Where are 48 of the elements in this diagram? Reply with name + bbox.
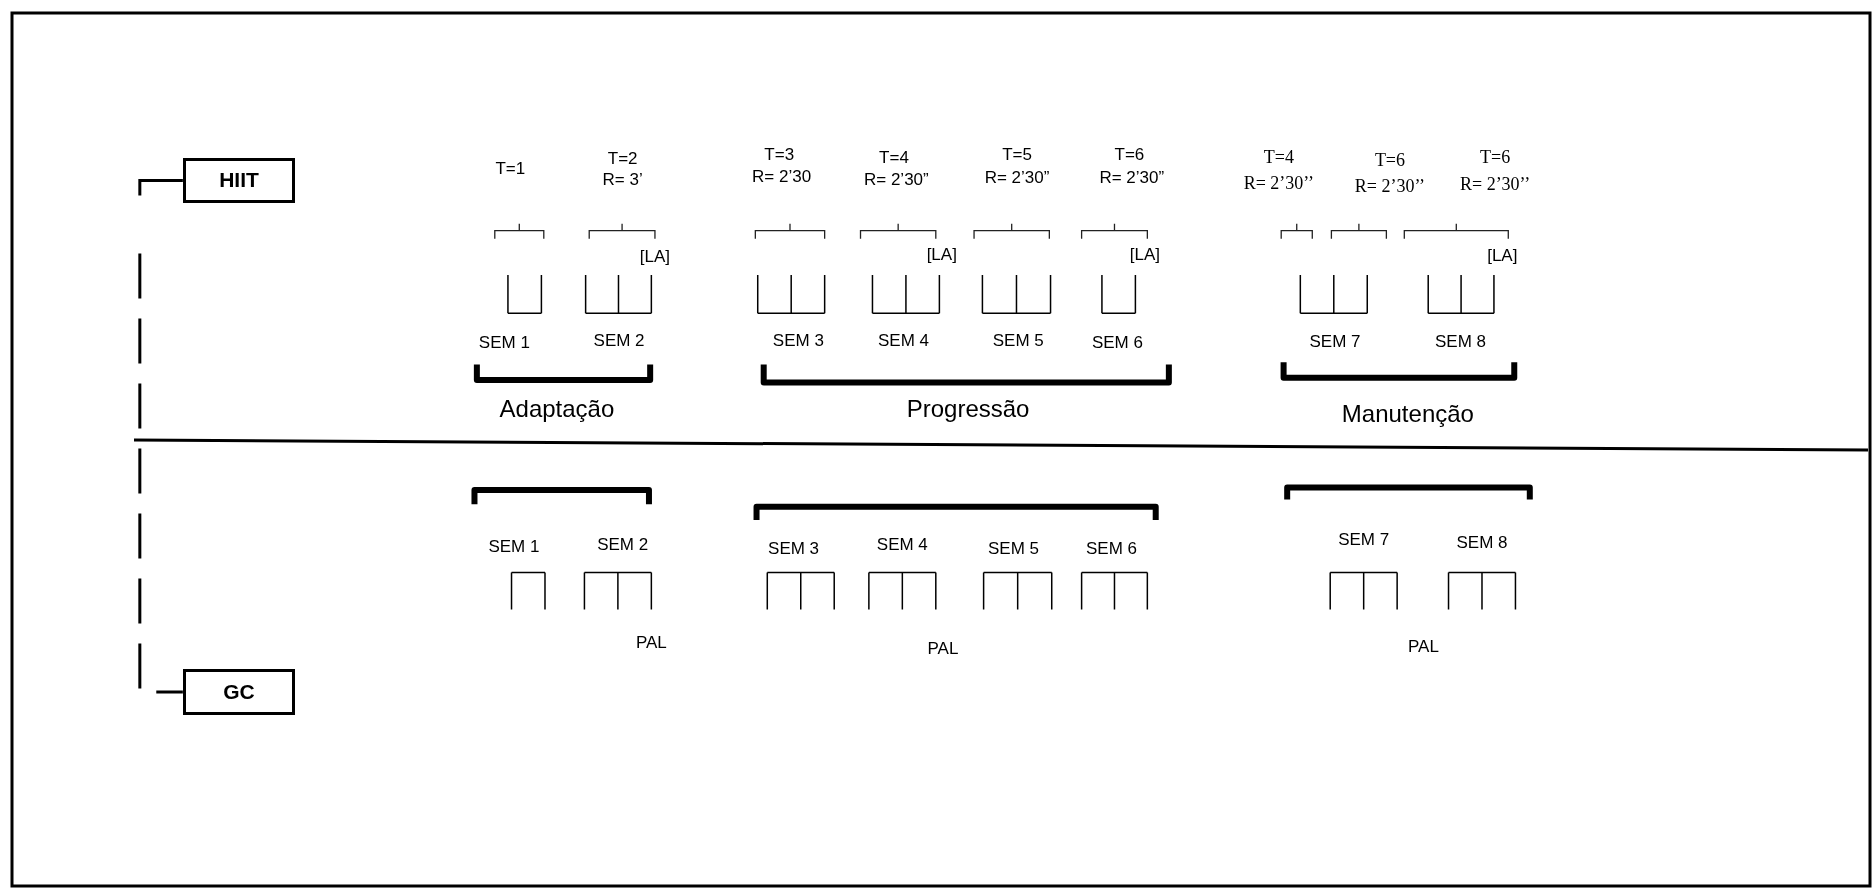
week-label: SEM 5 — [992, 330, 1044, 351]
phase-label: Manutenção — [1341, 399, 1474, 428]
rest-time: R= 2’30’’ — [1243, 172, 1314, 194]
interval-count: T=4 — [1263, 146, 1294, 168]
rest-time: R= 2’30” — [984, 168, 1050, 189]
rest-time: R= 2’30 — [752, 166, 812, 187]
note: PAL — [635, 633, 667, 653]
note: [LA] — [639, 246, 671, 267]
interval-count: T=3 — [764, 145, 795, 166]
week-label: SEM 6 — [1085, 538, 1137, 559]
week-label: SEM 3 — [772, 330, 824, 351]
week-label: SEM 2 — [593, 330, 645, 351]
week-label: SEM 1 — [488, 537, 540, 558]
week-label: SEM 4 — [878, 330, 930, 351]
interval-count: T=4 — [879, 147, 909, 168]
interval-count: T=6 — [1374, 149, 1406, 171]
interval-count: T=6 — [1114, 145, 1145, 166]
interval-count: T=6 — [1480, 146, 1511, 168]
note: PAL — [927, 638, 959, 659]
group-box — [182, 669, 296, 715]
note: [LA] — [926, 244, 957, 265]
interval-count: T=1 — [495, 158, 526, 179]
rest-time: R= 2’30” — [864, 170, 929, 191]
note: [LA] — [1129, 244, 1161, 265]
week-label: SEM 4 — [876, 535, 928, 555]
week-label: SEM 6 — [1091, 333, 1143, 353]
week-label: SEM 8 — [1434, 331, 1486, 352]
group-box — [182, 157, 296, 204]
phase-label: Adaptação — [499, 394, 615, 423]
interval-count: T=2 — [607, 148, 638, 169]
group-name: HIIT — [219, 168, 259, 193]
note: PAL — [1408, 636, 1439, 657]
week-label: SEM 1 — [478, 333, 530, 353]
interval-count: T=5 — [1002, 145, 1032, 166]
rest-time: R= 2’30’’ — [1459, 173, 1531, 195]
rest-time: R= 2’30’’ — [1354, 175, 1426, 197]
group-name: GC — [223, 680, 255, 704]
rest-time: R= 3’ — [602, 170, 643, 191]
week-label: SEM 5 — [987, 538, 1039, 559]
connector-line — [138, 178, 183, 694]
phase-label: Progressão — [906, 394, 1030, 423]
week-label: SEM 7 — [1338, 530, 1390, 551]
week-label: SEM 7 — [1309, 331, 1361, 352]
note: [LA] — [1487, 245, 1518, 266]
week-label: SEM 3 — [768, 538, 820, 559]
week-label: SEM 2 — [597, 535, 649, 555]
week-label: SEM 8 — [1456, 532, 1508, 553]
rest-time: R= 2’30” — [1099, 168, 1165, 189]
